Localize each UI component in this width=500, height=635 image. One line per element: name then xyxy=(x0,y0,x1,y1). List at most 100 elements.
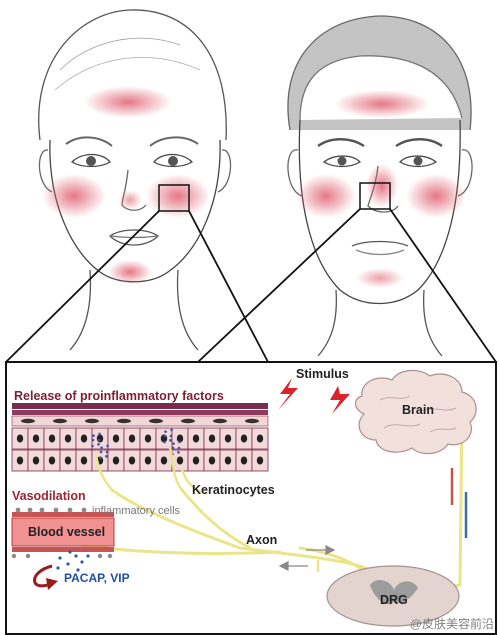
cell-nucleus xyxy=(208,456,216,465)
cell-nucleus xyxy=(144,434,152,443)
inflammatory-cell-dot xyxy=(39,507,45,513)
mediator-dot xyxy=(92,434,95,437)
cell-nucleus xyxy=(112,434,120,443)
female-flushing-areas xyxy=(42,86,210,284)
cell-nucleus xyxy=(48,434,56,443)
inflammatory-cell-dot xyxy=(81,507,87,513)
pacap-dot xyxy=(80,560,84,564)
pacap-dot xyxy=(74,554,78,558)
male-zoom-box xyxy=(359,182,391,210)
label-vasodilation: Vasodilation xyxy=(12,489,86,503)
spinal-gray-matter xyxy=(370,580,418,605)
cell-nucleus xyxy=(176,456,184,465)
flat-cell-nucleus xyxy=(85,418,99,424)
stratum-corneum-layers xyxy=(11,403,269,427)
cell-nucleus xyxy=(256,456,264,465)
inflammatory-cell-dot xyxy=(15,507,21,513)
flat-cell-nucleus xyxy=(213,418,227,424)
label-pacap-vip: PACAP, VIP xyxy=(64,571,130,585)
label-stimulus: Stimulus xyxy=(296,367,349,381)
flat-cell-nucleus xyxy=(181,418,195,424)
mediator-dot xyxy=(98,432,101,436)
keratinocyte-spinous-row xyxy=(21,418,259,424)
zoom-connector-lines xyxy=(5,208,497,363)
cell-nucleus xyxy=(80,434,88,443)
label-axon: Axon xyxy=(246,533,277,547)
inflammatory-cell-dot xyxy=(53,507,59,513)
inflammatory-cell-dot xyxy=(25,553,31,559)
flat-cell-nucleus xyxy=(21,418,35,424)
cell-nucleus xyxy=(208,434,216,443)
mediator-dot xyxy=(99,456,102,460)
female-zoom-box xyxy=(158,184,190,212)
label-drg: DRG xyxy=(380,593,408,607)
cell-nucleus xyxy=(64,434,72,443)
cell-nucleus xyxy=(112,456,120,465)
cell-nucleus xyxy=(32,456,40,465)
brain-folds xyxy=(379,395,457,433)
cell-nucleus xyxy=(48,456,56,465)
nerve-endings xyxy=(94,446,202,494)
cell-nucleus xyxy=(224,434,232,443)
inflammatory-cell-dot xyxy=(11,553,17,559)
flat-cell-nucleus xyxy=(53,418,67,424)
signal-arrows xyxy=(278,545,336,571)
mediator-dot xyxy=(105,450,109,454)
mediator-dot xyxy=(97,443,100,446)
mediator-dot xyxy=(106,444,109,448)
flat-cell-nucleus xyxy=(117,418,131,424)
label-brain: Brain xyxy=(402,403,434,417)
cell-nucleus xyxy=(128,434,136,443)
mediator-dot xyxy=(105,455,108,458)
cell-nucleus xyxy=(144,456,152,465)
pacap-dot xyxy=(56,566,60,570)
pacap-dot xyxy=(58,556,62,560)
inflammatory-cell-dot xyxy=(67,507,73,513)
mediator-dot xyxy=(169,439,172,442)
mediator-dot xyxy=(97,438,101,442)
cell-nucleus xyxy=(128,456,136,465)
cell-nucleus xyxy=(80,456,88,465)
mediator-dot xyxy=(177,446,181,450)
watermark-text: @皮肤美容前沿 xyxy=(409,617,494,631)
stimulus-lightning-icon xyxy=(278,378,350,414)
mediator-dot xyxy=(164,430,167,433)
mediator-dot xyxy=(91,444,94,448)
pacap-curved-arrow xyxy=(33,564,53,588)
mediator-dot xyxy=(99,450,103,454)
male-flushing-areas xyxy=(296,90,466,288)
cell-nucleus xyxy=(16,434,24,443)
mediator-dot xyxy=(177,451,180,454)
mediator-dot xyxy=(163,434,167,438)
brain-shape xyxy=(354,369,477,455)
mediator-dot xyxy=(100,446,103,449)
cell-nucleus xyxy=(64,456,72,465)
inflammatory-cell-dots xyxy=(11,507,113,559)
inflammatory-cell-dot xyxy=(107,553,113,559)
blood-vessel xyxy=(11,512,115,552)
label-release-factors: Release of proinflammatory factors xyxy=(14,389,224,403)
cell-nucleus xyxy=(224,456,232,465)
inflammatory-cell-dot xyxy=(97,553,103,559)
keratinocyte-basal-row xyxy=(11,449,269,472)
flat-cell-nucleus xyxy=(245,418,259,424)
mediator-dot xyxy=(91,438,95,442)
pacap-dot xyxy=(86,554,90,558)
flat-cell-nucleus xyxy=(149,418,163,424)
label-keratinocytes: Keratinocytes xyxy=(192,483,275,497)
inflammatory-cell-dot xyxy=(27,507,33,513)
pacap-dot xyxy=(66,562,70,566)
mediator-dot xyxy=(172,442,175,445)
keratinocyte-row xyxy=(11,427,269,450)
cell-nucleus xyxy=(16,456,24,465)
cell-nucleus xyxy=(240,434,248,443)
pacap-dot xyxy=(68,550,72,554)
cell-nucleus xyxy=(256,434,264,443)
cell-nucleus xyxy=(192,456,200,465)
cell-nucleus xyxy=(160,456,168,465)
mediator-dot xyxy=(178,440,181,444)
cell-nucleus xyxy=(240,456,248,465)
pacap-dot xyxy=(76,568,80,572)
cell-nucleus xyxy=(96,434,104,443)
